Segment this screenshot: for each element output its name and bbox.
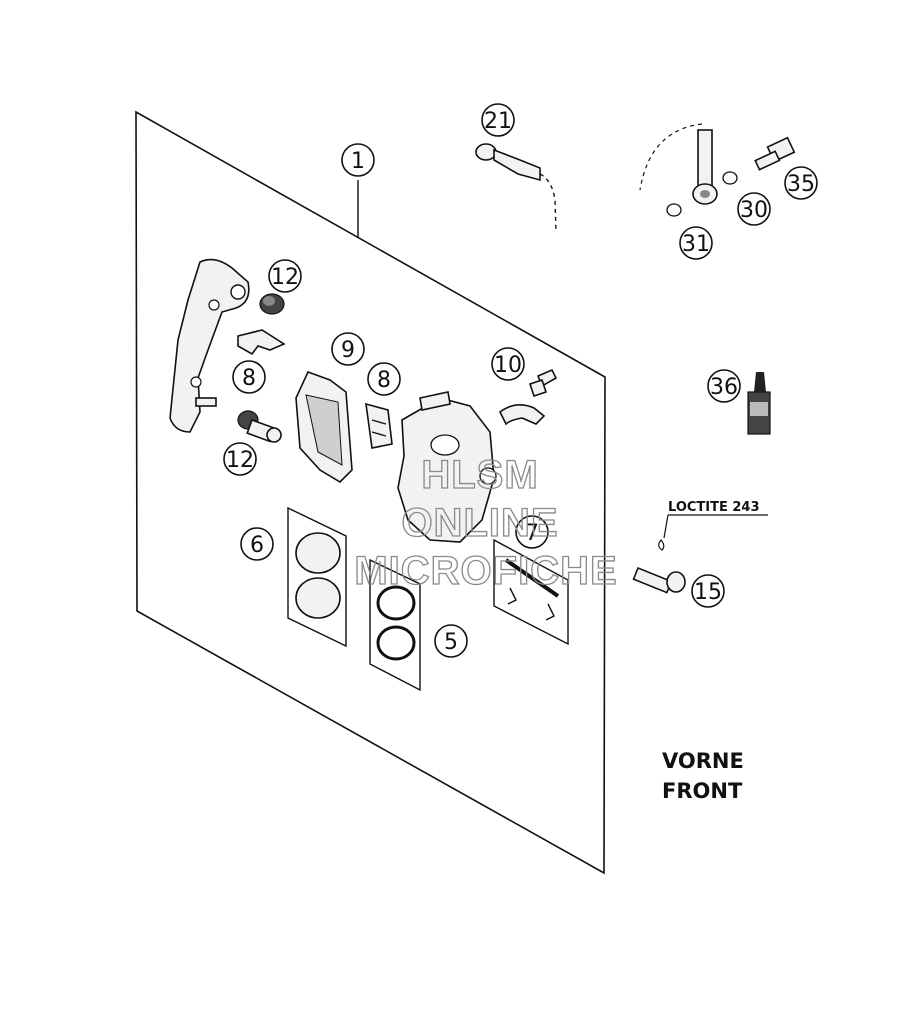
callout-10: 10 bbox=[491, 347, 525, 381]
svg-text:35: 35 bbox=[787, 172, 815, 197]
pad-clip-8 bbox=[365, 402, 393, 449]
svg-text:9: 9 bbox=[341, 338, 355, 363]
callout-12-upper: 12 bbox=[268, 259, 302, 293]
svg-text:6: 6 bbox=[250, 533, 264, 558]
callout-31: 31 bbox=[679, 226, 713, 260]
pad-spring-8 bbox=[237, 329, 286, 356]
bolt-15 bbox=[632, 539, 686, 594]
callout-8-right: 8 bbox=[367, 362, 401, 396]
loctite-leader-drop bbox=[663, 514, 669, 539]
svg-text:30: 30 bbox=[740, 198, 768, 223]
callout-7: 7 bbox=[515, 515, 549, 549]
callout-30: 30 bbox=[737, 192, 771, 226]
loctite-label: LOCTITE 243 bbox=[668, 500, 760, 515]
guide-pin-12-lower bbox=[237, 410, 282, 443]
callout-8-left: 8 bbox=[232, 360, 266, 394]
svg-text:1: 1 bbox=[351, 149, 365, 174]
piston-kit-6 bbox=[287, 506, 347, 648]
svg-text:15: 15 bbox=[694, 580, 722, 605]
callout-35: 35 bbox=[784, 166, 818, 200]
vorne-label: VORNE bbox=[662, 749, 744, 773]
callout-12-lower: 12 bbox=[223, 442, 257, 476]
svg-text:7: 7 bbox=[525, 521, 539, 546]
seal-kit-5 bbox=[369, 558, 421, 692]
svg-text:5: 5 bbox=[444, 630, 458, 655]
loctite-bottle-36 bbox=[747, 372, 771, 435]
bleeder-valve-10 bbox=[498, 368, 558, 426]
pin-kit-7 bbox=[493, 538, 569, 646]
callout-6: 6 bbox=[240, 527, 274, 561]
kit-sheet bbox=[135, 110, 606, 875]
callout-21: 21 bbox=[481, 103, 515, 137]
bushing-12-upper bbox=[259, 293, 285, 315]
svg-text:31: 31 bbox=[682, 232, 710, 257]
svg-text:21: 21 bbox=[484, 109, 512, 134]
callout-5: 5 bbox=[434, 624, 468, 658]
svg-text:36: 36 bbox=[710, 375, 738, 400]
caliper-bracket bbox=[169, 258, 250, 433]
watermark-line-2: ONLINE bbox=[401, 501, 558, 545]
watermark-line-1: HLSM bbox=[421, 453, 538, 497]
brake-pad-9 bbox=[295, 370, 353, 484]
svg-text:12: 12 bbox=[226, 448, 254, 473]
banjo-fitting-group bbox=[639, 123, 796, 217]
watermark-line-3: MICROFICHE bbox=[354, 549, 617, 593]
callout-9: 9 bbox=[331, 332, 365, 366]
front-label: FRONT bbox=[662, 779, 743, 803]
svg-text:8: 8 bbox=[242, 366, 256, 391]
svg-text:12: 12 bbox=[271, 265, 299, 290]
caliper-body bbox=[397, 391, 497, 543]
callout-36: 36 bbox=[707, 369, 741, 403]
brake-hose-21 bbox=[475, 143, 557, 233]
callout-15: 15 bbox=[691, 574, 725, 608]
callout-1: 1 bbox=[341, 143, 375, 177]
svg-text:8: 8 bbox=[377, 368, 391, 393]
svg-text:10: 10 bbox=[494, 353, 522, 378]
